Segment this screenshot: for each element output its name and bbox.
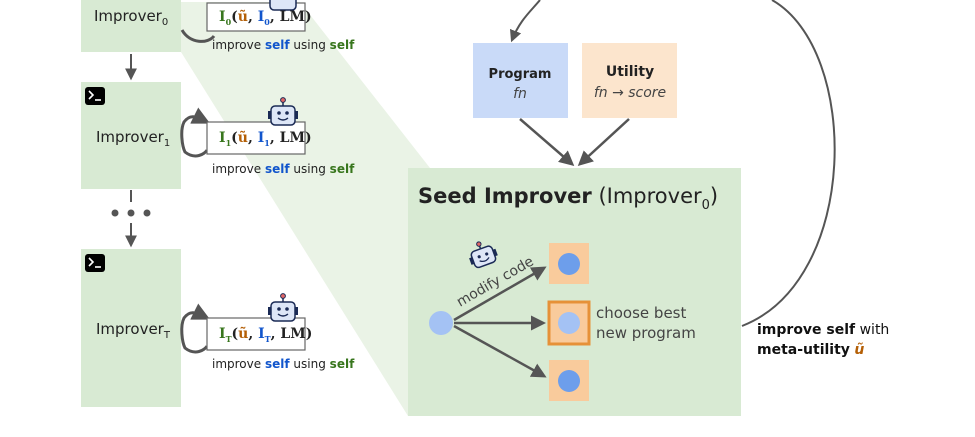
meta-loop-arrow	[741, 0, 836, 327]
formula-0: I0(ũ, I0, LM)	[219, 8, 312, 27]
utility-box	[582, 43, 677, 118]
program-title: Program	[489, 67, 552, 82]
meta-loop-arrow-top	[509, 0, 541, 43]
source-program-dot	[429, 311, 453, 335]
self-loop-0	[180, 29, 216, 43]
formula-1: I1(ũ, I1, LM)	[219, 129, 312, 148]
robot-icon	[268, 293, 298, 322]
utility-title: Utility	[606, 64, 654, 80]
improver-T-label: ImproverT	[96, 320, 171, 341]
robot-icon	[269, 0, 297, 11]
caption-0: improve self using self	[212, 38, 355, 52]
caption-1: improve self using self	[212, 162, 355, 176]
candidate-dot-3	[558, 370, 580, 392]
candidate-dot-1	[558, 253, 580, 275]
improver-0-box	[81, 0, 181, 52]
branch-arrow-3	[453, 324, 547, 378]
ellipsis-dot	[127, 209, 135, 217]
improver-0-label: Improver0	[94, 7, 168, 28]
ellipsis-dot	[111, 209, 119, 217]
robot-icon	[268, 97, 298, 126]
caption-T: improve self using self	[212, 357, 355, 371]
formula-box-1	[206, 121, 306, 155]
program-subtitle: fn	[513, 86, 527, 102]
program-box	[473, 43, 568, 118]
improver-T-box	[81, 249, 181, 407]
choose-best-line1: choose best	[596, 304, 686, 322]
self-loop-T	[180, 303, 211, 354]
formula-T: IT(ũ, IT, LM)	[219, 325, 312, 344]
terminal-icon	[85, 87, 105, 105]
utility-subtitle: fn → score	[594, 85, 666, 101]
terminal-icon	[85, 254, 105, 272]
choose-best-line2: new program	[596, 324, 696, 342]
robot-icon	[469, 241, 498, 269]
arrow-program-to-seed	[519, 118, 575, 166]
self-loop-1	[180, 107, 211, 158]
meta-label-line1: improve self with	[757, 322, 889, 338]
improver-1-label: Improver1	[96, 128, 170, 149]
seed-improver-title: Seed Improver (Improver0)	[418, 184, 718, 213]
branch-arrow-1	[453, 266, 547, 322]
arrow-utility-to-seed	[577, 118, 630, 167]
ellipsis-dot	[143, 209, 151, 217]
formula-box-T	[206, 317, 306, 351]
candidate-dot-2	[558, 312, 580, 334]
meta-label-line2: meta-utility ũ	[757, 342, 864, 358]
